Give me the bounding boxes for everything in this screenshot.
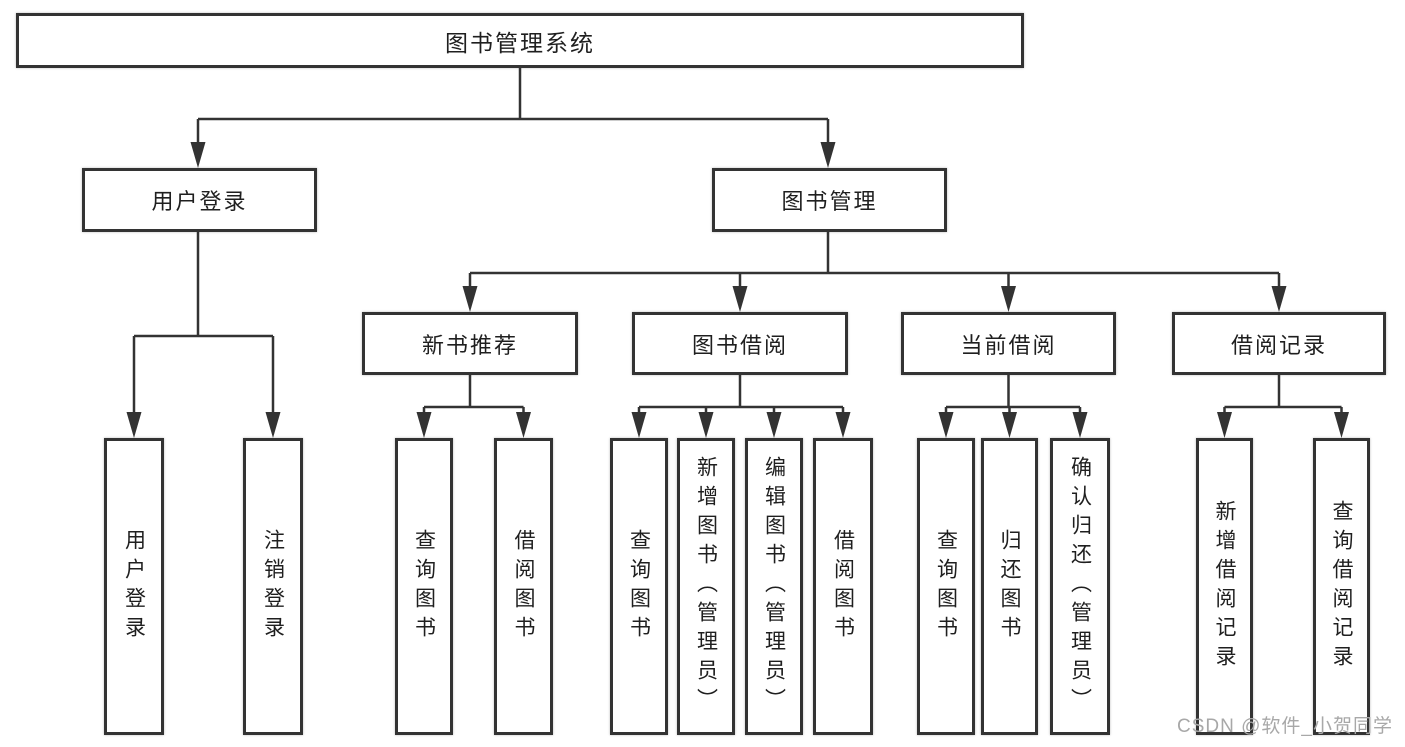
node-current-borrowing: 当前借阅 bbox=[901, 312, 1116, 375]
node-user-login: 用户登录 bbox=[82, 168, 317, 232]
node-new-book-recommend: 新书推荐 bbox=[362, 312, 578, 375]
node-label: 借阅图书 bbox=[831, 528, 855, 645]
node-label: 新增图书（管理员） bbox=[694, 456, 718, 717]
leaf-edit-book-admin: 编辑图书（管理员） bbox=[745, 438, 803, 735]
node-label: 用户登录 bbox=[122, 528, 146, 645]
leaf-borrow-books-recommend: 借阅图书 bbox=[494, 438, 553, 735]
leaf-query-books-borrowing: 查询图书 bbox=[610, 438, 668, 735]
node-label: 图书管理 bbox=[781, 189, 878, 214]
leaf-add-borrow-record: 新增借阅记录 bbox=[1196, 438, 1253, 735]
node-label: 用户登录 bbox=[151, 189, 248, 214]
node-label: 新增借阅记录 bbox=[1213, 499, 1237, 674]
node-label: 查询图书 bbox=[934, 528, 958, 645]
node-book-borrowing: 图书借阅 bbox=[632, 312, 848, 375]
leaf-return-books: 归还图书 bbox=[981, 438, 1038, 735]
node-label: 归还图书 bbox=[998, 528, 1022, 645]
leaf-borrow-books-borrowing: 借阅图书 bbox=[813, 438, 873, 735]
node-label: 注销登录 bbox=[261, 528, 285, 645]
node-label: 查询图书 bbox=[412, 528, 436, 645]
node-label: 新书推荐 bbox=[421, 332, 518, 358]
csdn-watermark: CSDN @软件_小贺同学 bbox=[1177, 716, 1393, 737]
leaf-user-login: 用户登录 bbox=[104, 438, 164, 735]
node-label: 借阅图书 bbox=[512, 528, 536, 645]
leaf-confirm-return-admin: 确认归还（管理员） bbox=[1050, 438, 1110, 735]
leaf-logout: 注销登录 bbox=[243, 438, 303, 735]
leaf-query-books-current: 查询图书 bbox=[917, 438, 975, 735]
node-label: 图书管理系统 bbox=[445, 29, 595, 56]
node-label: 查询借阅记录 bbox=[1330, 499, 1354, 674]
node-label: 查询图书 bbox=[627, 528, 651, 645]
node-book-management: 图书管理 bbox=[712, 168, 947, 232]
leaf-add-book-admin: 新增图书（管理员） bbox=[677, 438, 735, 735]
node-label: 借阅记录 bbox=[1230, 332, 1327, 358]
node-label: 编辑图书（管理员） bbox=[762, 456, 786, 717]
node-library-management-system: 图书管理系统 bbox=[16, 13, 1024, 68]
node-label: 确认归还（管理员） bbox=[1068, 456, 1092, 717]
node-label: 图书借阅 bbox=[691, 332, 788, 358]
node-label: 当前借阅 bbox=[960, 332, 1057, 358]
arrowheads bbox=[126, 142, 1349, 438]
leaf-query-books-recommend: 查询图书 bbox=[395, 438, 453, 735]
node-borrowing-records: 借阅记录 bbox=[1172, 312, 1386, 375]
leaf-query-borrow-record: 查询借阅记录 bbox=[1313, 438, 1370, 735]
